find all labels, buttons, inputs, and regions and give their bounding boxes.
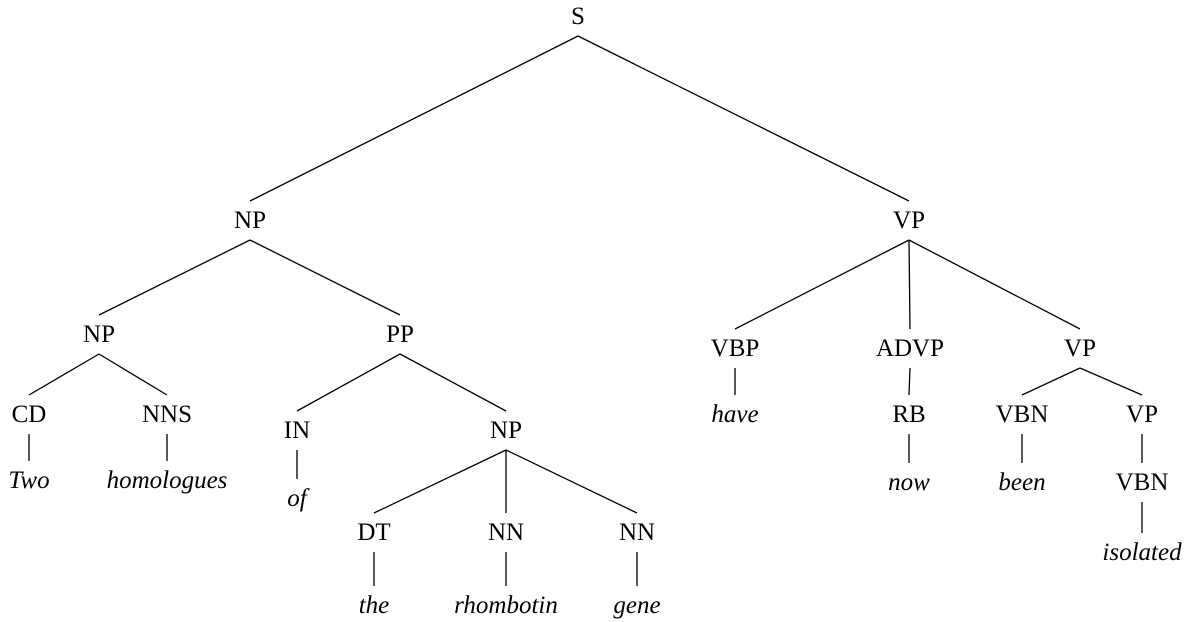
edge-vp1-vbp [734,239,910,330]
node-np1: NP [234,207,266,234]
node-in: IN [284,417,310,444]
edge-np1-np2 [98,239,251,316]
tree-edges [28,35,1143,586]
edge-s-np1 [249,35,579,202]
word-w-isolated: isolated [1102,539,1182,566]
node-vp1: VP [893,207,925,234]
edge-vp1-vp2 [908,239,1081,330]
node-vbp: VBP [711,335,760,362]
node-nn1: NN [488,519,524,546]
edge-vp2-vbn1 [1021,367,1081,396]
word-w-have: have [711,401,758,428]
node-nn2: NN [619,519,655,546]
node-pp: PP [386,321,414,348]
edge-advp-rb [908,367,911,396]
word-w-rhombotin: rhombotin [454,592,558,619]
word-w-the: the [359,592,390,619]
word-w-homologues: homologues [107,467,228,494]
node-vbn2: VBN [1116,469,1169,496]
edge-vp2-vp3 [1079,367,1143,396]
node-vp3: VP [1126,401,1158,428]
node-dt: DT [357,519,390,546]
edge-pp-np3 [399,353,507,412]
edge-pp-in [296,353,401,412]
edge-np3-nn2 [505,449,638,514]
edge-np2-nns [98,353,168,396]
word-w-gene: gene [613,592,660,619]
node-vp2: VP [1064,335,1096,362]
tree-labels: S NP VP NP PP CD NNS Two homologues IN of NP DT NN NN t… [8,3,1182,619]
node-np2: NP [83,321,115,348]
word-w-now: now [888,469,930,496]
node-rb: RB [892,401,925,428]
edge-vp1-advp [908,239,911,330]
edge-s-vp1 [577,35,910,202]
node-np3: NP [490,417,522,444]
word-w-of: of [287,485,310,512]
edge-np3-dt [373,449,507,514]
node-nns: NNS [142,401,192,428]
node-cd: CD [12,401,47,428]
word-w-been: been [998,469,1045,496]
edge-np2-cd [28,353,100,396]
node-vbn1: VBN [996,401,1049,428]
edge-np1-pp [249,239,401,316]
word-w-two: Two [8,467,49,494]
node-s: S [571,3,585,30]
node-advp: ADVP [876,335,944,362]
